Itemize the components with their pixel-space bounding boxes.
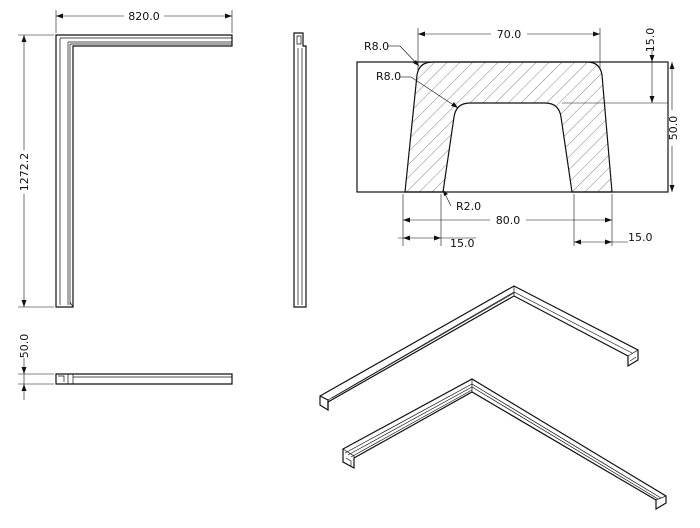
left-wall-label: 15.0 [450,237,475,250]
outer-radius-callout: R8.0 [364,40,420,67]
side-view [293,32,307,308]
isometric-view-top [319,285,639,412]
cross-section: 70.0 R8.0 R8.0 R2.0 1 [356,27,682,250]
front-width-dimension: 820.0 [55,9,233,33]
section-bottom-width-dimension: 80.0 [402,194,613,246]
section-top-width-label: 70.0 [497,28,522,41]
section-profile [404,61,613,193]
isometric-view-bottom [342,378,667,511]
left-wall-dimension: 15.0 [398,194,476,250]
bottom-view: 50.0 [18,334,233,400]
section-top-width-dimension: 70.0 [417,27,601,70]
section-depth-label: 15.0 [644,28,657,53]
outer-radius-label: R8.0 [364,40,389,53]
right-wall-label: 15.0 [628,231,653,244]
bottom-height-dimension: 50.0 [18,334,54,400]
front-width-label: 820.0 [128,10,160,23]
section-height-label: 50.0 [667,116,680,141]
front-view-outline [55,34,233,308]
section-height-dimension: 50.0 [667,62,682,192]
right-wall-dimension: 15.0 [573,194,653,246]
section-bottom-width-label: 80.0 [496,214,521,227]
inner-radius-label: R8.0 [376,70,401,83]
foot-radius-label: R2.0 [456,200,481,213]
bottom-height-label: 50.0 [18,334,31,359]
inner-radius-callout: R8.0 [376,70,459,109]
front-height-label: 1272.2 [18,153,31,192]
front-view: 820.0 1272.2 [17,9,233,308]
foot-radius-callout: R2.0 [442,189,481,213]
section-depth-dimension: 15.0 [562,28,668,104]
front-height-dimension: 1272.2 [17,34,54,308]
